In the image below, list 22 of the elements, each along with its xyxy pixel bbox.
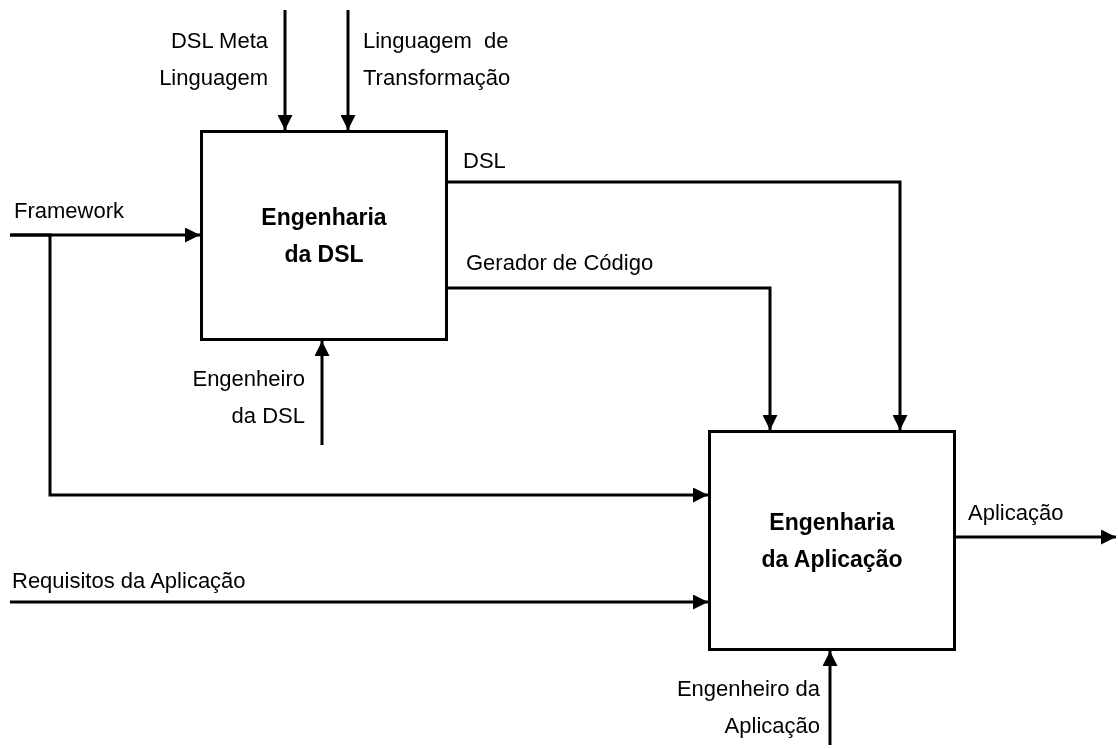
edge-label: Requisitos da Aplicação xyxy=(12,567,247,595)
process-box xyxy=(200,130,448,341)
edge-label: Linguagem de Transformação xyxy=(363,27,512,92)
arrow xyxy=(277,10,293,130)
edge-label: Engenheiro da Aplicação xyxy=(675,675,820,740)
arrow xyxy=(10,233,708,503)
arrow xyxy=(340,10,356,130)
arrow xyxy=(10,594,708,610)
edge-label: Aplicação xyxy=(968,499,1065,527)
arrow xyxy=(822,651,838,745)
arrow xyxy=(956,529,1116,545)
arrow xyxy=(448,180,908,430)
edge-label: Framework xyxy=(14,197,125,225)
process-title: Engenharia da Aplicação xyxy=(760,507,904,574)
edge-label: Engenheiro da DSL xyxy=(191,365,305,430)
process-box xyxy=(708,430,956,651)
edge-label: Gerador de Código xyxy=(466,249,655,277)
arrow xyxy=(314,341,330,445)
edge-label: DSL xyxy=(463,147,507,175)
edge-label: DSL Meta Linguagem xyxy=(158,27,268,92)
process-title: Engenharia da DSL xyxy=(260,202,388,269)
arrow xyxy=(448,286,778,430)
